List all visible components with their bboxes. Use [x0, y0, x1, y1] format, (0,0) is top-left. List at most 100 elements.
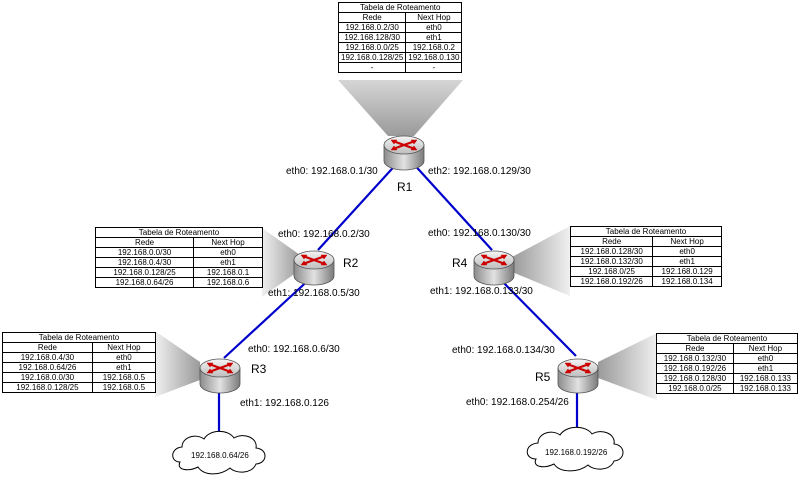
table-cell: eth0 [193, 247, 263, 258]
column-header-rede: Rede [94, 237, 195, 248]
column-header-next-hop: Next Hop [732, 343, 799, 354]
r5-eth0-bottom-label: eth0: 192.168.0.254/26 [466, 397, 569, 408]
table-cell: 192.168.0.2/30 [337, 22, 407, 33]
table-cell: 192.168.0.2 [405, 42, 463, 53]
table-cell: 192.168.0.129 [652, 266, 722, 277]
table-cell: 192.168.0.4/30 [2, 352, 93, 363]
router-r4[interactable] [472, 249, 516, 287]
r1-eth2-label: eth2: 192.168.0.129/30 [428, 166, 531, 177]
table-cell: 192.168.128/30 [337, 32, 407, 43]
r2-eth0-label: eth0: 192.168.0.2/30 [278, 229, 370, 240]
table-cell: 192.168.0.128/25 [94, 267, 195, 278]
column-header-next-hop: Next Hop [405, 12, 463, 23]
table-cell: 192.168.0.128/30 [656, 373, 734, 384]
column-header-rede: Rede [656, 343, 734, 354]
table-cell: eth1 [652, 256, 722, 267]
table-cell: eth1 [732, 363, 799, 374]
table-cell: 192.168.0.0/25 [337, 42, 407, 53]
router-r5-label: R5 [535, 370, 551, 384]
r4-eth0-label: eth0: 192.168.0.130/30 [428, 228, 531, 239]
table-cell: 192.168.0.134 [652, 276, 722, 287]
table-cell: eth0 [732, 353, 799, 364]
cloud-right-label: 192.168.0.192/26 [545, 448, 608, 457]
r4-eth1-label: eth1: 192.168.0.133/30 [430, 286, 533, 297]
r4-table-beam [512, 226, 570, 296]
r3-table-beam [155, 331, 200, 397]
router-r2-label: R2 [343, 256, 359, 270]
router-r3[interactable] [198, 357, 242, 395]
table-cell: 192.168.0.0/25 [656, 383, 734, 394]
table-cell: eth1 [193, 257, 263, 268]
table-cell: - [337, 62, 407, 73]
table-cell: 192.168.0.192/26 [569, 276, 654, 287]
table-cell: eth0 [652, 246, 722, 257]
table-cell: 192.168.0.128/25 [337, 52, 407, 63]
table-title: Tabela de Roteamento [337, 2, 463, 13]
table-cell: 192.168.0/25 [569, 266, 654, 277]
column-header-next-hop: Next Hop [652, 236, 722, 247]
router-r2[interactable] [292, 249, 336, 287]
router-r1-label: R1 [397, 180, 413, 194]
column-header-next-hop: Next Hop [91, 342, 157, 353]
router-r5[interactable] [556, 357, 600, 395]
column-header-rede: Rede [337, 12, 407, 23]
table-cell: eth0 [405, 22, 463, 33]
table-cell: 192.168.0.64/26 [94, 277, 195, 288]
table-title: Tabela de Roteamento [570, 226, 722, 237]
table-cell: 192.168.0.133 [732, 373, 799, 384]
table-cell: 192.168.0.133 [732, 383, 799, 394]
r2-table-beam [262, 228, 300, 297]
table-cell: 192.168.0.128/25 [2, 382, 93, 393]
router-r3-label: R3 [251, 362, 267, 376]
table-title: Tabela de Roteamento [2, 332, 156, 343]
table-cell: 192.168.0.192/26 [656, 363, 734, 374]
table-cell: 192.168.0.128/30 [569, 246, 654, 257]
r5-table-beam [598, 333, 657, 400]
table-cell: 192.168.0.5 [91, 372, 157, 383]
table-cell: 192.168.0.64/26 [2, 362, 93, 373]
table-cell: eth1 [405, 32, 463, 43]
table-cell: 192.168.0.132/30 [656, 353, 734, 364]
table-cell: 192.168.0.5 [91, 382, 157, 393]
table-cell: eth0 [91, 352, 157, 363]
r5-eth0-top-label: eth0: 192.168.0.134/30 [452, 345, 555, 356]
column-header-next-hop: Next Hop [193, 237, 263, 248]
cloud-left-label: 192.168.0.64/26 [191, 451, 249, 460]
link-r2-r3 [223, 274, 315, 359]
router-r1[interactable] [382, 134, 426, 172]
table-cell: 192.168.0.132/30 [569, 256, 654, 267]
r3-eth0-label: eth0: 192.168.0.6/30 [248, 344, 340, 355]
table-cell: 192.168.0.6 [193, 277, 263, 288]
r1-table-beam [338, 80, 463, 136]
table-row: -- [337, 62, 463, 73]
table-cell: 192.168.0.130 [405, 52, 463, 63]
table-cell: 192.168.0.0/30 [2, 372, 93, 383]
table-title: Tabela de Roteamento [656, 333, 798, 344]
link-r1-r4 [409, 159, 493, 251]
table-cell: 192.168.0.0/30 [94, 247, 195, 258]
cloud-right [526, 426, 624, 472]
r3-eth1-label: eth1: 192.168.0.126 [240, 398, 329, 409]
table-cell: 192.168.0.1 [193, 267, 263, 278]
r2-eth1-label: eth1: 192.168.0.5/30 [268, 288, 360, 299]
